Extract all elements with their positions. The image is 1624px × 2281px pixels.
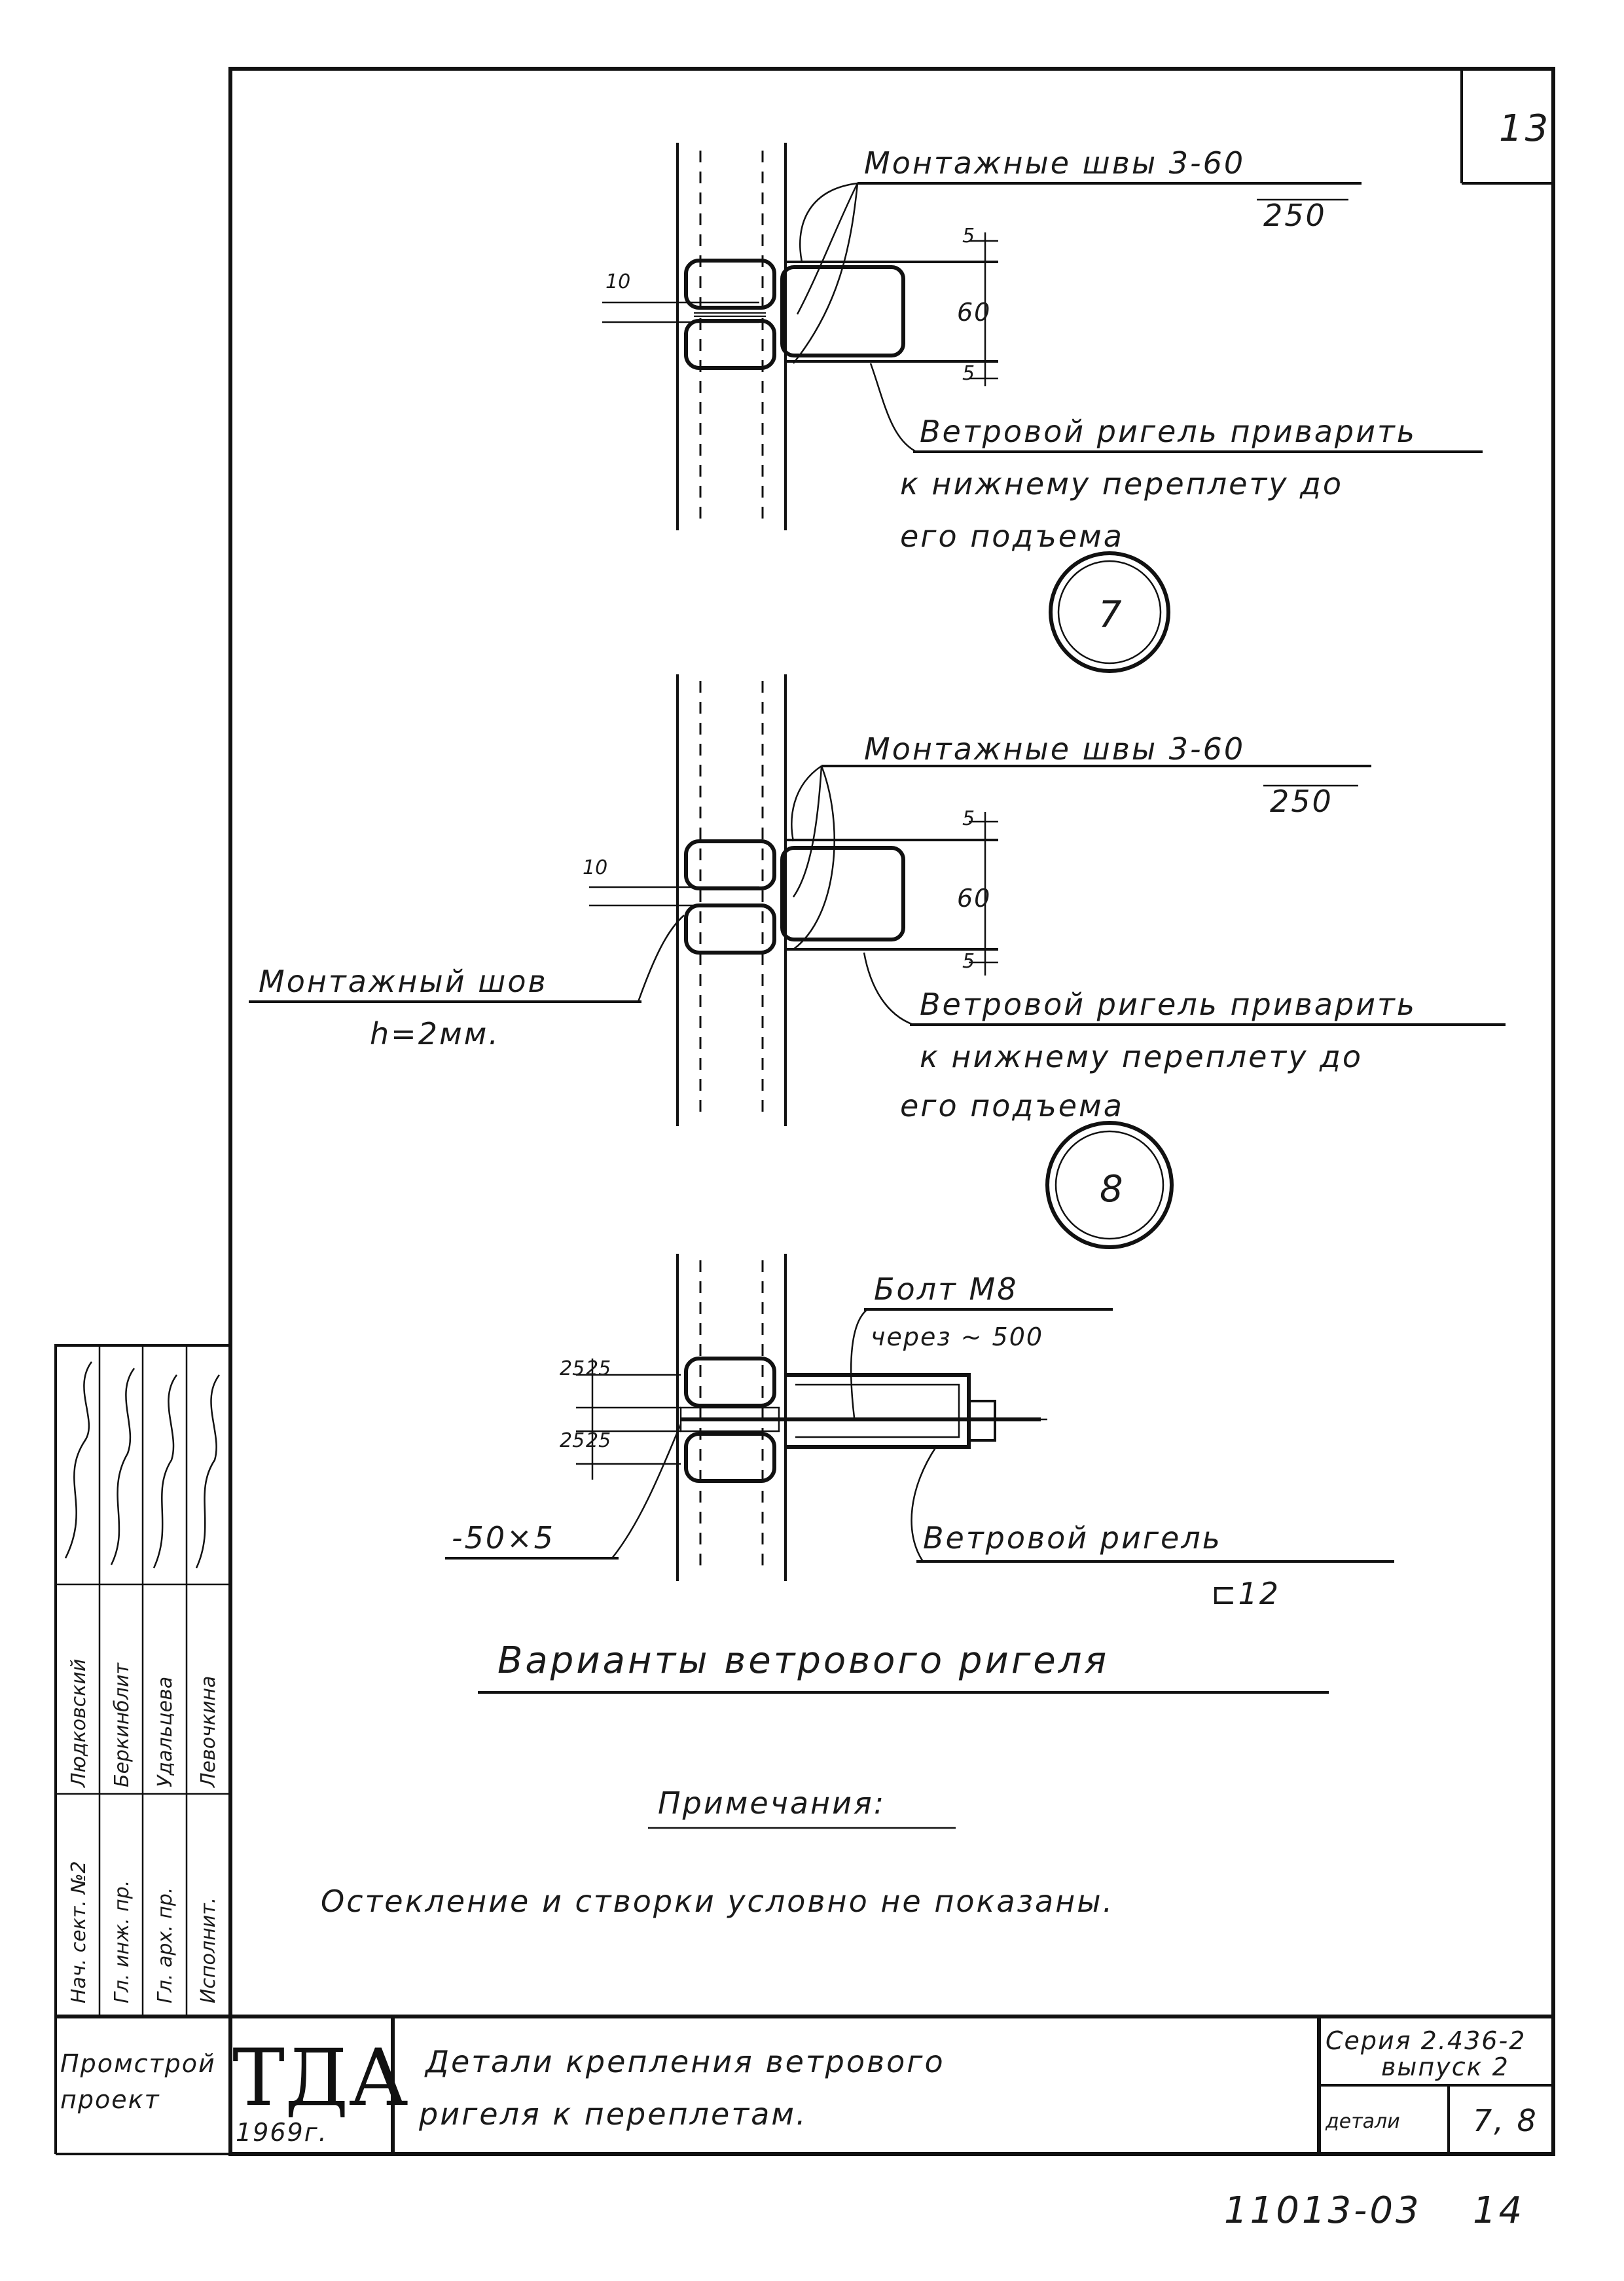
dim-gap: 10 — [605, 270, 630, 293]
name-0: Людковский — [67, 1659, 90, 1788]
left-weld-h: h=2мм. — [370, 1016, 500, 1051]
org-line-1: Промстрой — [60, 2049, 216, 2078]
detail-marker-7: 7 — [1098, 594, 1125, 636]
dim-60: 60 — [957, 298, 991, 327]
signature-0 — [64, 1361, 93, 1559]
detail-bolt: 25 25 25 25 Болт М8 через ~ 500 -50×5 Ве… — [445, 1254, 1394, 1611]
sheet-number-box: 13 — [1460, 69, 1553, 185]
series-line-2: выпуск 2 — [1381, 2053, 1509, 2081]
bolt-label: Болт М8 — [874, 1271, 1018, 1307]
channel-label: ⊏12 — [1211, 1576, 1280, 1611]
dim-gap: 10 — [583, 856, 607, 879]
notes-text: Остекление и створки условно не показаны… — [321, 1884, 1114, 1919]
detail-value: 7, 8 — [1473, 2103, 1538, 2138]
weld-sub: 250 — [1263, 198, 1327, 233]
note-line-3: его подъема — [900, 1088, 1124, 1123]
title-line-2: ригеля к переплетам. — [418, 2096, 808, 2132]
name-1: Беркинблит — [111, 1662, 134, 1787]
weld-label: Монтажные швы 3-60 — [864, 145, 1245, 181]
role-2: Гл. арх. пр. — [154, 1888, 177, 2003]
dim-25d: 25 — [586, 1429, 611, 1452]
stamp-tda: ТДА — [232, 2033, 408, 2124]
note-line-1: Ветровой ригель приварить — [920, 414, 1416, 449]
weld-label: Монтажные швы 3-60 — [864, 731, 1245, 767]
detail-marker-8: 8 — [1100, 1168, 1126, 1211]
girder-label: Ветровой ригель — [923, 1520, 1222, 1556]
note-line-1: Ветровой ригель приварить — [920, 987, 1416, 1022]
org-line-2: проект — [60, 2085, 160, 2114]
dim-5-bottom: 5 — [962, 362, 975, 385]
role-3: Исполнит. — [197, 1897, 220, 2003]
dim-25b: 25 — [586, 1357, 611, 1380]
signature-2 — [153, 1374, 178, 1569]
signature-1 — [110, 1368, 135, 1565]
detail-8: 5 60 5 10 Монтажные швы 3-60 250 Монтажн… — [249, 674, 1506, 1249]
dim-25a: 25 — [560, 1357, 585, 1380]
dim-5-bottom: 5 — [962, 950, 975, 973]
title-line-1: Детали крепления ветрового — [424, 2044, 945, 2079]
dim-60: 60 — [957, 884, 991, 913]
left-weld-label: Монтажный шов — [259, 964, 548, 999]
stamp-year: 1969г. — [236, 2118, 328, 2147]
detail-7: 5 60 5 10 Монтажные швы 3-60 250 Ветрово… — [602, 143, 1483, 673]
detail-label: детали — [1325, 2110, 1400, 2133]
name-2: Удальцева — [154, 1677, 177, 1787]
dim-25c: 25 — [560, 1429, 585, 1452]
dim-5-top: 5 — [962, 807, 975, 830]
role-1: Гл. инж. пр. — [111, 1880, 134, 2003]
caption: Варианты ветрового ригеля — [497, 1639, 1109, 1682]
org-block: Промстрой проект — [54, 2015, 230, 2155]
signature-3 — [195, 1374, 221, 1569]
note-line-2: к нижнему переплету до — [900, 466, 1343, 502]
side-block: Нач. сект. №2 Людковский Гл. инж. пр. Бе… — [54, 1344, 232, 2018]
sheet-frame — [228, 67, 1555, 2156]
bolt-step: через ~ 500 — [871, 1323, 1043, 1351]
notes-title: Примечания: — [658, 1785, 886, 1821]
sheet-number: 13 — [1499, 107, 1551, 150]
note-line-2: к нижнему переплету до — [920, 1039, 1363, 1074]
dim-5-top: 5 — [962, 225, 975, 247]
plate-label: -50×5 — [452, 1520, 555, 1556]
page-number: 14 — [1473, 2189, 1525, 2232]
series-line-1: Серия 2.436-2 — [1326, 2026, 1526, 2055]
doc-number: 11013-03 — [1224, 2189, 1422, 2232]
weld-sub: 250 — [1270, 784, 1333, 819]
note-line-3: его подъема — [900, 519, 1124, 554]
name-3: Левочкина — [197, 1676, 220, 1788]
role-0: Нач. сект. №2 — [67, 1861, 90, 2003]
title-block: ТДА 1969г. Детали крепления ветрового ри… — [230, 2015, 1553, 2154]
